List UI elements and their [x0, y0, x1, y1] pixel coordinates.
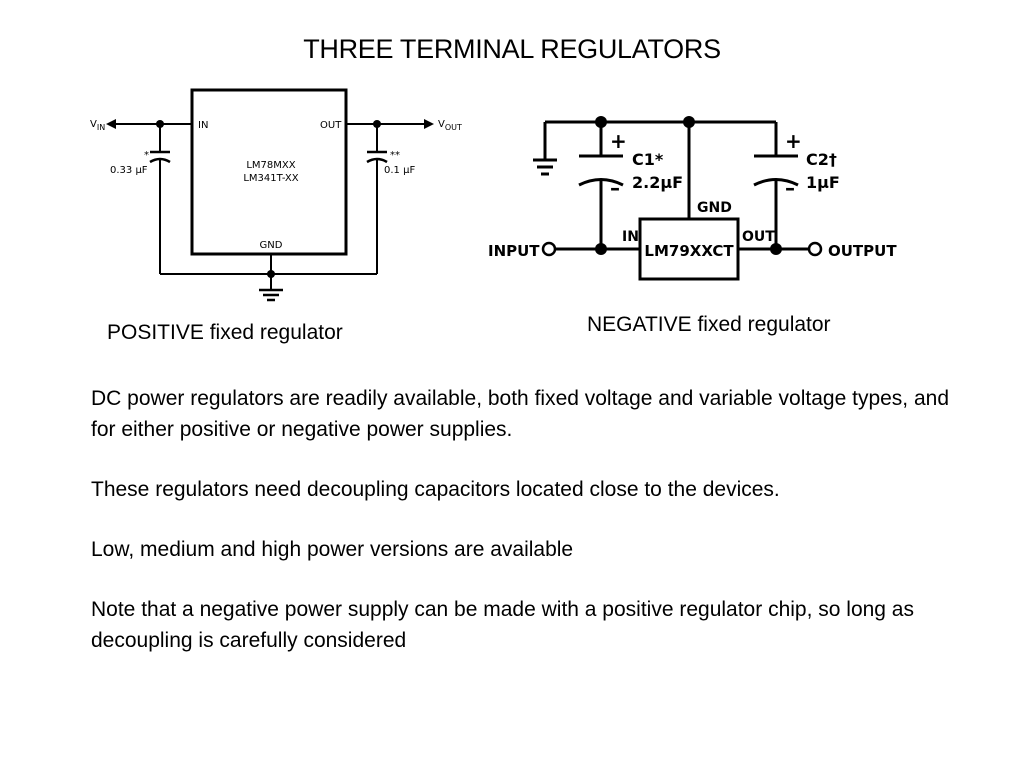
output-terminal-icon — [807, 241, 823, 257]
c1-minus: – — [610, 176, 620, 200]
vout-label: VOUT — [438, 119, 462, 132]
c1-value: 2.2μF — [632, 173, 683, 192]
chip-gnd-pin: GND — [260, 240, 283, 251]
paragraph: Note that a negative power supply can be… — [91, 598, 914, 652]
lm78mxx-chip — [190, 88, 348, 256]
chip-part-number: LM78MXX — [246, 160, 295, 171]
positive-caption: POSITIVE fixed regulator — [107, 321, 343, 344]
paragraph: Low, medium and high power versions are … — [91, 538, 574, 561]
input-capacitor — [149, 124, 171, 274]
input-label: INPUT — [488, 242, 540, 260]
cout-mark: ** — [390, 150, 400, 161]
chip-out-pin: OUT — [320, 120, 342, 131]
negative-caption: NEGATIVE fixed regulator — [587, 313, 831, 336]
slide-title: THREE TERMINAL REGULATORS — [303, 34, 721, 64]
negative-regulator-schematic — [533, 116, 823, 281]
chip-out-pin: OUT — [742, 229, 775, 245]
vin-label: VIN — [90, 119, 105, 132]
c1-capacitor — [578, 122, 624, 249]
c2-plus: + — [785, 129, 802, 153]
cin-mark: * — [144, 150, 149, 161]
cin-value: 0.33 μF — [110, 165, 148, 176]
ground-icon — [533, 158, 557, 176]
positive-regulator-schematic — [106, 88, 434, 302]
input-terminal-icon — [541, 241, 557, 257]
c2-minus: – — [785, 176, 795, 200]
c1-plus: + — [610, 129, 627, 153]
body-text: DC power regulators are readily availabl… — [91, 383, 951, 685]
output-label: OUTPUT — [828, 242, 897, 260]
c2-value: 1μF — [806, 173, 840, 192]
chip-in-pin: IN — [622, 229, 639, 245]
paragraph: DC power regulators are readily availabl… — [91, 387, 950, 441]
vout-arrow-icon — [424, 119, 434, 129]
vin-arrow-icon — [106, 119, 116, 129]
paragraph: These regulators need decoupling capacit… — [91, 478, 780, 501]
chip-in-pin: IN — [198, 120, 208, 131]
chip-gnd-pin: GND — [697, 200, 732, 216]
output-capacitor — [366, 124, 388, 274]
chip-part-number: LM79XXCT — [644, 242, 734, 260]
ground-icon — [259, 288, 283, 302]
c1-label: C1* — [632, 150, 664, 169]
c2-label: C2† — [806, 150, 837, 169]
c2-capacitor — [753, 122, 799, 249]
cout-value: 0.1 μF — [384, 165, 415, 176]
chip-part-alt: LM341T-XX — [243, 173, 298, 184]
